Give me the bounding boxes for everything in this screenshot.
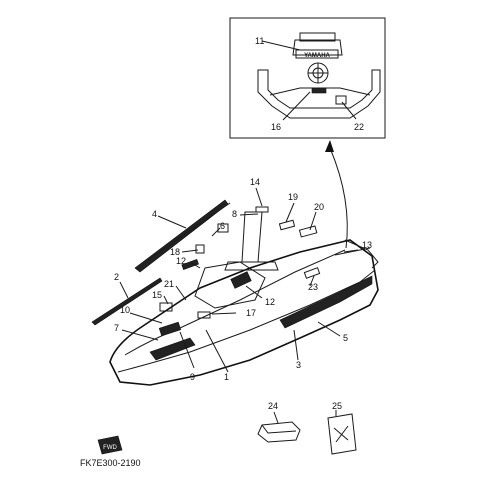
callout-3: 3 [296,360,301,370]
callout-4: 4 [152,209,157,219]
callout-15: 15 [152,290,162,300]
callout-5: 5 [343,333,348,343]
callout-13: 13 [362,240,372,250]
callout-1: 1 [224,372,229,382]
part-24-pad: 24 [257,401,301,443]
callout-12-right: 12 [265,297,275,307]
inset-rear-view: YAMAHA 11 16 22 [229,17,386,139]
callout-25: 25 [332,401,342,411]
view-arrow-head [325,140,334,152]
steering-pole [241,211,263,263]
callout-6: 6 [220,221,225,231]
callout-11: 11 [255,36,264,46]
hull-assembly [109,206,379,386]
view-arrow [329,147,348,249]
diagram-code: FK7E300-2190 [80,458,141,468]
callout-10: 10 [120,305,130,315]
callout-8: 8 [232,209,237,219]
callout-23: 23 [308,282,318,292]
inset-frame [229,17,386,139]
callout-18: 18 [170,247,180,257]
callout-2: 2 [114,272,119,282]
callout-14: 14 [250,177,260,187]
part-25-label-sheet: 25 [327,401,357,455]
callout-21: 21 [164,279,174,289]
side-stripe [279,275,373,329]
callout-16: 16 [271,122,281,132]
decal-stripe-2 [91,277,163,326]
callout-20: 20 [314,202,324,212]
leader-lines [119,187,359,373]
fwd-decal-text: FWD [103,445,117,451]
callout-22: 22 [354,122,364,132]
callout-24: 24 [268,401,278,411]
callout-7: 7 [114,323,119,333]
callout-9: 9 [190,372,195,382]
brand-decal-shape [295,49,339,59]
callout-17: 17 [246,308,256,318]
callout-12-left: 12 [176,256,186,266]
brand-decal-text: YAMAHA [304,53,330,59]
fwd-decal: FWD [97,435,123,455]
callout-19: 19 [288,192,298,202]
